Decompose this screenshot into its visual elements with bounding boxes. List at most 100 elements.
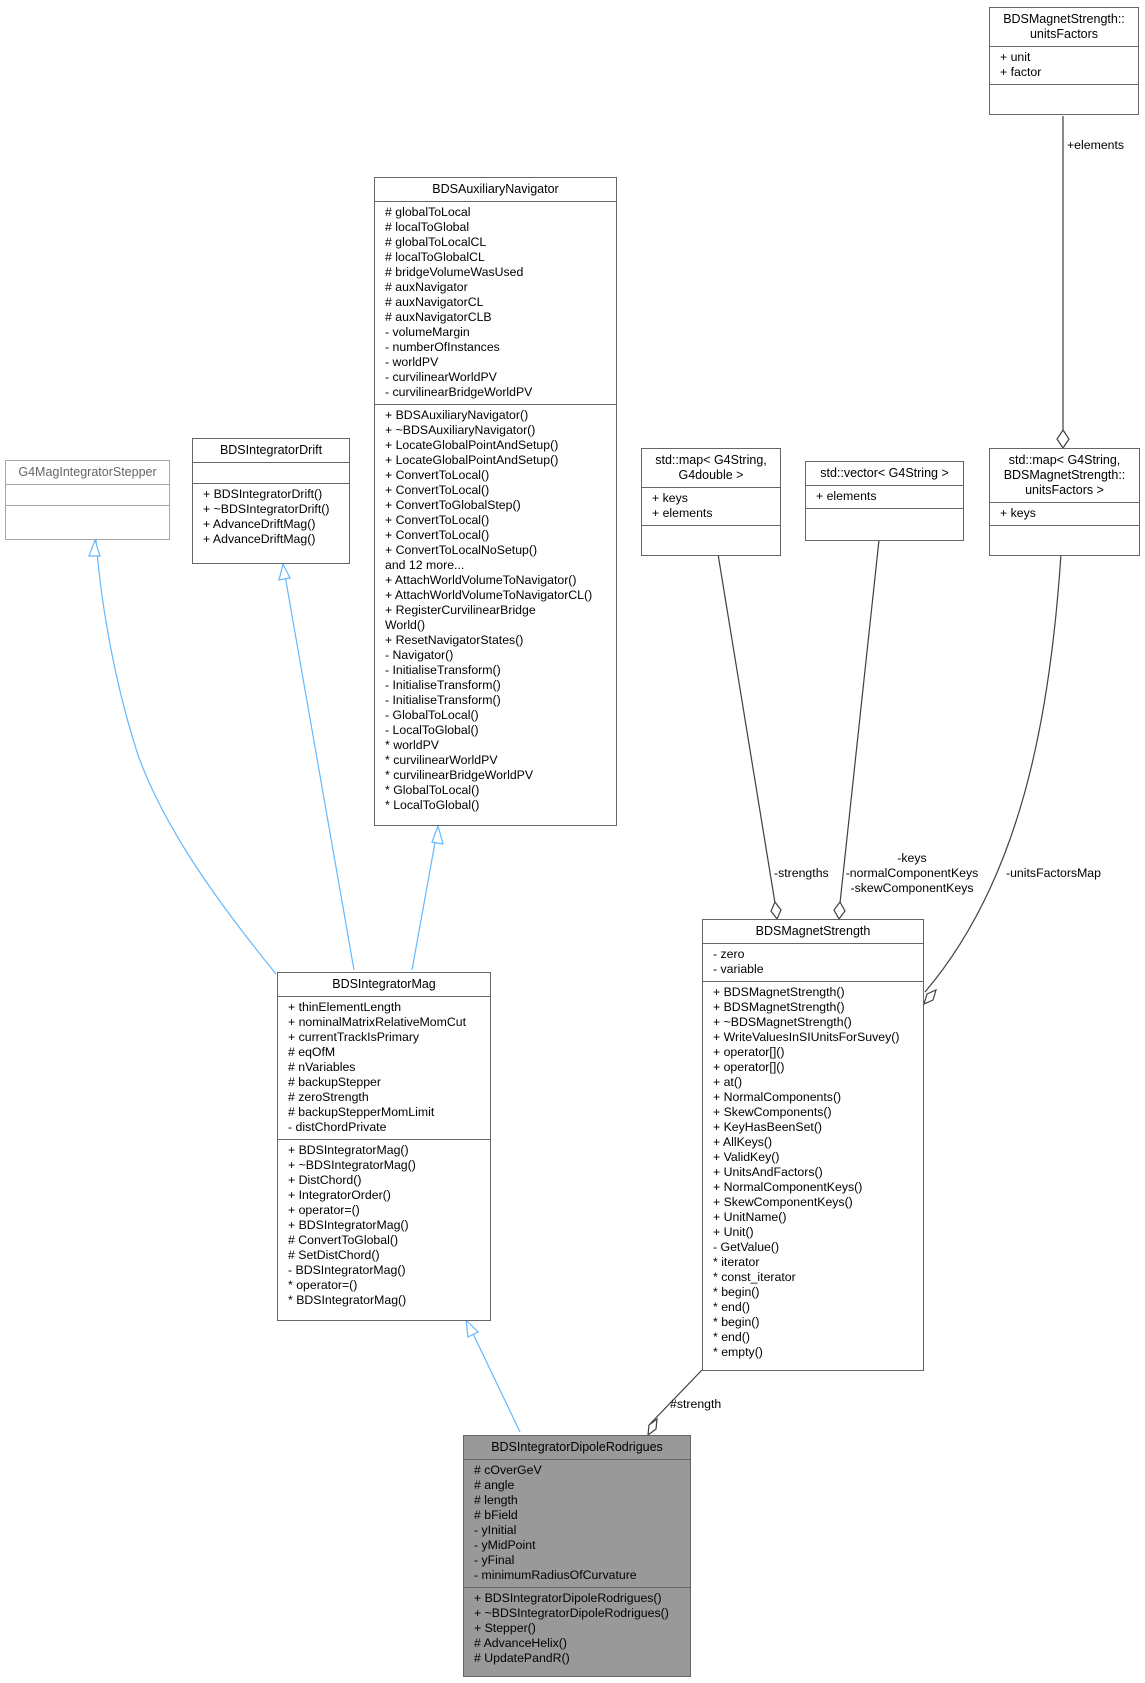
method-section (990, 526, 1139, 555)
class-title: std::vector< G4String > (806, 462, 963, 486)
member-item: + BDSIntegratorMag() (288, 1218, 409, 1232)
member-item: + ~BDSIntegratorMag() (288, 1158, 416, 1172)
member-item: * empty() (713, 1345, 763, 1359)
member-item: - minimumRadiusOfCurvature (474, 1568, 637, 1582)
edge-agg-units (924, 553, 1062, 993)
attribute-section: + thinElementLength+ nominalMatrixRelati… (278, 997, 490, 1140)
method-section: + BDSMagnetStrength()+ BDSMagnetStrength… (703, 982, 923, 1370)
member-item: + ConvertToLocalNoSetup() (385, 543, 538, 557)
class-bdsintegratordrift[interactable]: BDSIntegratorDrift + BDSIntegratorDrift(… (192, 438, 350, 564)
member-item: - GlobalToLocal() (385, 708, 479, 722)
member-item: + UnitName() (713, 1210, 787, 1224)
member-item: + nominalMatrixRelativeMomCut (288, 1015, 467, 1029)
member-item: + BDSAuxiliaryNavigator() (385, 408, 529, 422)
class-bdsintegratordipolerodrigues[interactable]: BDSIntegratorDipoleRodrigues # cOverGeV#… (463, 1435, 691, 1677)
edge-agg-strength (649, 1369, 703, 1425)
member-item: # localToGlobalCL (385, 250, 485, 264)
class-bdsmagnetstrength[interactable]: BDSMagnetStrength - zero- variable + BDS… (702, 919, 924, 1371)
member-item: + Unit() (713, 1225, 754, 1239)
class-title: BDSMagnetStrength (703, 920, 923, 944)
member-item: + operator[]() (713, 1060, 785, 1074)
member-item: + NormalComponentKeys() (713, 1180, 863, 1194)
member-item: * iterator (713, 1255, 760, 1269)
arrowhead-inherit-stepper (88, 538, 101, 557)
member-item: + KeyHasBeenSet() (713, 1120, 823, 1134)
arrowhead-inherit-drift (278, 562, 291, 581)
diamond-agg-keys (833, 900, 846, 921)
member-item: + keys (652, 491, 688, 505)
edge-label-strength: #strength (670, 1397, 722, 1411)
method-section (990, 85, 1138, 114)
member-item: + AdvanceDriftMag() (203, 517, 316, 531)
member-item: + BDSIntegratorDrift() (203, 487, 323, 501)
member-item: - yMidPoint (474, 1538, 536, 1552)
edge-label-strengths: -strengths (774, 866, 829, 880)
member-item: + BDSIntegratorMag() (288, 1143, 409, 1157)
member-item: + keys (1000, 506, 1036, 520)
member-item: + LocateGlobalPointAndSetup() (385, 453, 559, 467)
member-item: + SkewComponentKeys() (713, 1195, 853, 1209)
member-item: * worldPV (385, 738, 439, 752)
member-item: * LocalToGlobal() (385, 798, 480, 812)
member-item: + NormalComponents() (713, 1090, 842, 1104)
attribute-section: # globalToLocal# localToGlobal# globalTo… (375, 202, 616, 405)
class-title: G4MagIntegratorStepper (6, 461, 169, 485)
class-g4magintegratorstepper[interactable]: G4MagIntegratorStepper (5, 460, 170, 540)
class-unitsfactors[interactable]: BDSMagnetStrength:: unitsFactors + unit+… (989, 7, 1139, 115)
diamond-agg-strength (647, 1417, 658, 1437)
member-item: + elements (816, 489, 877, 503)
class-std-map-unitsfactors[interactable]: std::map< G4String, BDSMagnetStrength:: … (989, 448, 1140, 556)
edge-inherit-drift (282, 563, 355, 971)
class-title: BDSMagnetStrength:: unitsFactors (990, 8, 1138, 47)
arrowhead-inherit-mag (465, 1318, 480, 1338)
member-item: + ConvertToLocal() (385, 483, 490, 497)
member-item: + BDSIntegratorDipoleRodrigues() (474, 1591, 662, 1605)
member-item: - yInitial (474, 1523, 517, 1537)
member-item: + BDSMagnetStrength() (713, 985, 845, 999)
member-item: + UnitsAndFactors() (713, 1165, 823, 1179)
member-item: - distChordPrivate (288, 1120, 387, 1134)
member-item: * end() (713, 1300, 750, 1314)
member-item: * operator=() (288, 1278, 358, 1292)
member-item: - curvilinearBridgeWorldPV (385, 385, 533, 399)
member-item: - yFinal (474, 1553, 515, 1567)
arrowhead-inherit-aux (431, 824, 444, 845)
class-bdsauxiliarynavigator[interactable]: BDSAuxiliaryNavigator # globalToLocal# l… (374, 177, 617, 826)
member-item: and 12 more... (385, 558, 465, 572)
class-std-map-g4double[interactable]: std::map< G4String, G4double > + keys+ e… (641, 448, 781, 556)
diamond-agg-units (923, 988, 937, 1006)
member-item: + AllKeys() (713, 1135, 773, 1149)
member-item: + DistChord() (288, 1173, 362, 1187)
attribute-section: - zero- variable (703, 944, 923, 982)
edge-label-keys: -keys -normalComponentKeys -skewComponen… (845, 851, 979, 895)
member-item: + Stepper() (474, 1621, 536, 1635)
member-item: + BDSMagnetStrength() (713, 1000, 845, 1014)
method-section: + BDSAuxiliaryNavigator()+ ~BDSAuxiliary… (375, 405, 616, 825)
member-item: # nVariables (288, 1060, 356, 1074)
member-item: # UpdatePandR() (474, 1651, 570, 1665)
member-item: - Navigator() (385, 648, 454, 662)
attribute-section: + keys (990, 503, 1139, 526)
attribute-section: # cOverGeV# angle# length# bField- yInit… (464, 1460, 690, 1588)
member-item: # auxNavigatorCLB (385, 310, 492, 324)
class-title: BDSAuxiliaryNavigator (375, 178, 616, 202)
diamond-agg-strengths (770, 900, 782, 921)
member-item: # localToGlobal (385, 220, 470, 234)
member-item: * const_iterator (713, 1270, 796, 1284)
class-std-vector-g4string[interactable]: std::vector< G4String > + elements (805, 461, 964, 541)
member-item: World() (385, 618, 426, 632)
attribute-section: + unit+ factor (990, 47, 1138, 85)
member-item: + ConvertToLocal() (385, 468, 490, 482)
member-item: * begin() (713, 1285, 760, 1299)
member-item: + currentTrackIsPrimary (288, 1030, 420, 1044)
member-item: * GlobalToLocal() (385, 783, 480, 797)
member-item: - InitialiseTransform() (385, 678, 501, 692)
member-item: # angle (474, 1478, 515, 1492)
member-item: # zeroStrength (288, 1090, 369, 1104)
member-item: - BDSIntegratorMag() (288, 1263, 406, 1277)
member-item: - worldPV (385, 355, 439, 369)
member-item: + thinElementLength (288, 1000, 402, 1014)
member-item: + at() (713, 1075, 743, 1089)
class-bdsintegratormag[interactable]: BDSIntegratorMag + thinElementLength+ no… (277, 972, 491, 1321)
member-item: * BDSIntegratorMag() (288, 1293, 407, 1307)
